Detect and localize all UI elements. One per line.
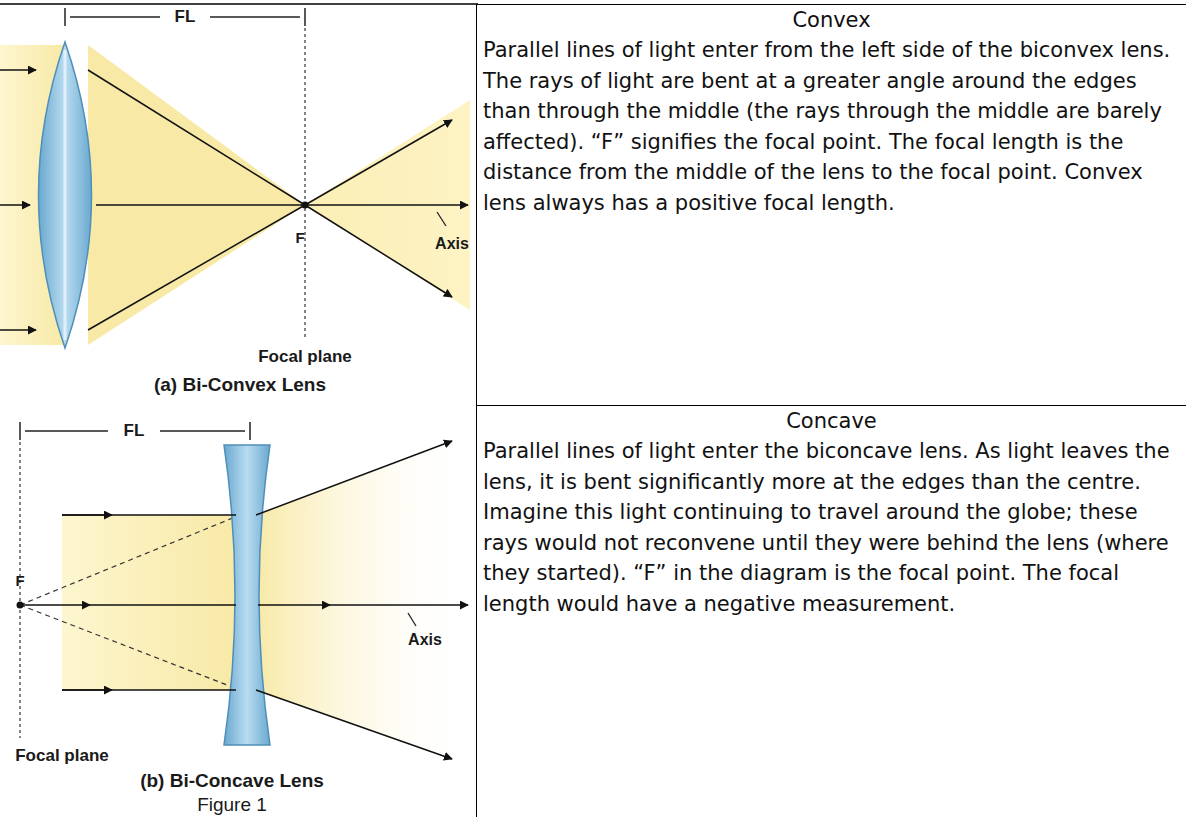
text-cell: ConcaveParallel lines of light enter the… — [476, 405, 1186, 817]
text-cell: ConvexParallel lines of light enter from… — [476, 4, 1186, 406]
figure-caption: (b) Bi-Concave Lens — [140, 770, 324, 792]
focal-plane-label: Focal plane — [258, 347, 352, 367]
focal-point-label: F — [295, 229, 304, 246]
dimension-label: FL — [124, 421, 145, 441]
cell-body: Parallel lines of light enter from the l… — [477, 35, 1186, 218]
table-border — [0, 3, 478, 5]
dimension-label: FL — [175, 7, 196, 27]
cell-body: Parallel lines of light enter the biconc… — [477, 436, 1186, 619]
axis-label: Axis — [408, 631, 442, 649]
convex-figure — [0, 8, 470, 348]
cell-heading: Convex — [477, 5, 1186, 35]
cell-heading: Concave — [477, 406, 1186, 436]
figure-caption: (a) Bi-Convex Lens — [154, 374, 326, 396]
focal-plane-label: Focal plane — [15, 746, 109, 766]
figure-caption: Figure 1 — [197, 794, 267, 816]
axis-label: Axis — [435, 235, 469, 253]
concave-figure — [17, 422, 471, 766]
focal-point-label: F — [15, 572, 24, 589]
